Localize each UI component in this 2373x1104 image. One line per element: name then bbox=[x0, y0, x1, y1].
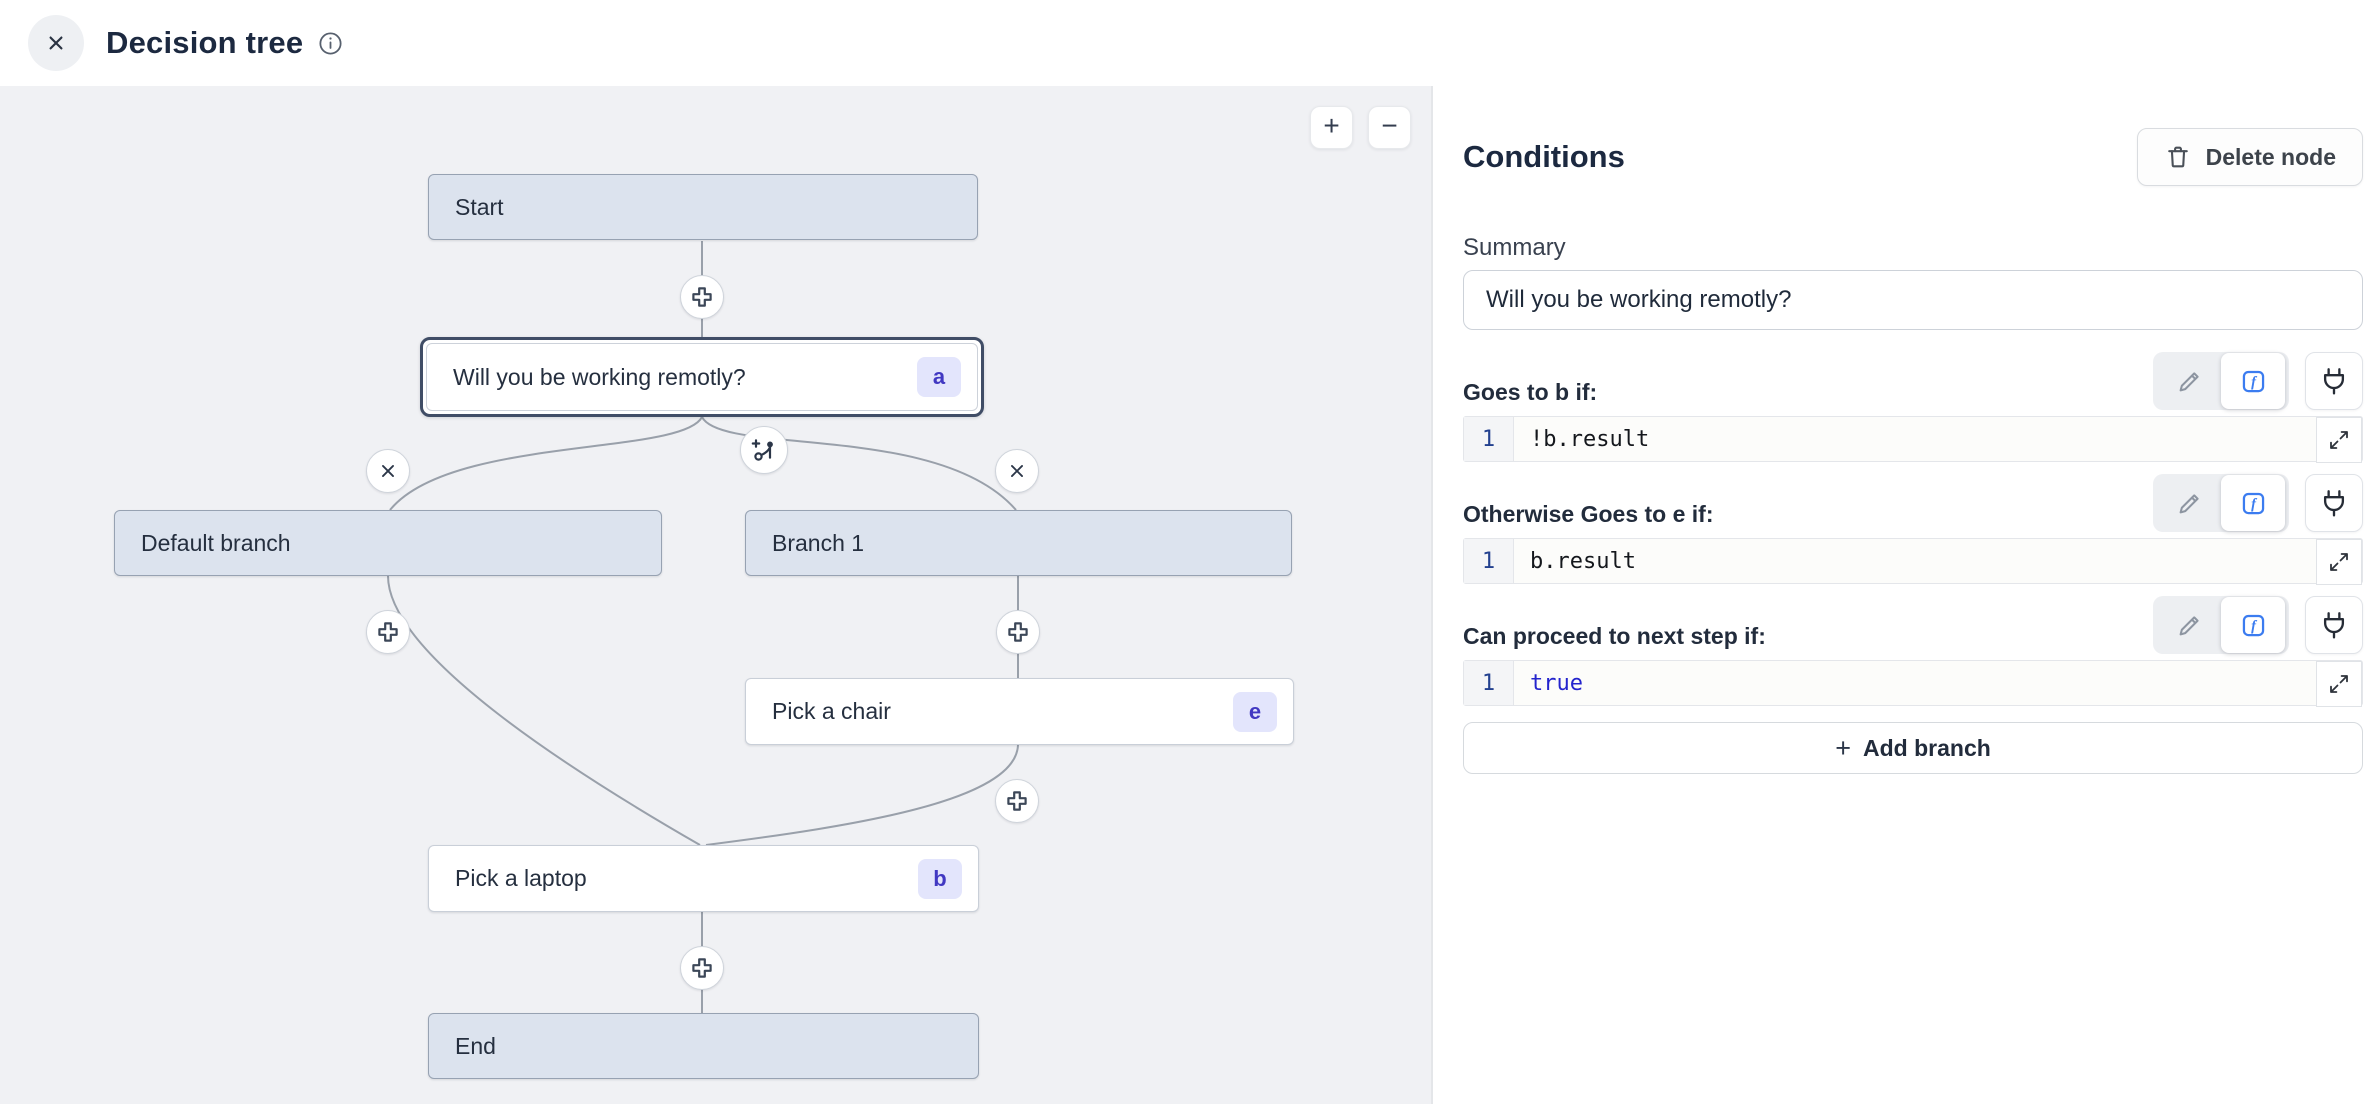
edit-mode-button[interactable] bbox=[2157, 478, 2221, 528]
panel-title: Conditions bbox=[1463, 139, 1625, 174]
line-number: 1 bbox=[1464, 661, 1514, 705]
editor-mode-toggle: f bbox=[2153, 596, 2289, 654]
zoom-out-button[interactable]: − bbox=[1368, 106, 1411, 149]
node-label: Pick a chair bbox=[772, 698, 891, 724]
add-branch-node-button[interactable] bbox=[740, 426, 788, 474]
x-icon bbox=[1006, 460, 1028, 482]
zoom-controls: + − bbox=[1310, 106, 1411, 149]
node-question-selected[interactable]: Will you be working remotly? a bbox=[420, 337, 984, 417]
node-badge: a bbox=[917, 357, 961, 397]
add-branch-button[interactable]: + Add branch bbox=[1463, 722, 2363, 774]
fx-icon: f bbox=[2240, 490, 2267, 517]
editor-mode-toggle: f bbox=[2153, 352, 2289, 410]
expand-editor-button[interactable] bbox=[2316, 417, 2362, 463]
plug-icon bbox=[2320, 489, 2348, 517]
fx-mode-button[interactable]: f bbox=[2221, 475, 2285, 531]
app-header: Decision tree bbox=[0, 0, 2373, 86]
delete-node-label: Delete node bbox=[2205, 143, 2336, 170]
plus-icon: + bbox=[1835, 732, 1851, 763]
code-value[interactable]: !b.result bbox=[1530, 426, 1650, 452]
add-branch-node-icon bbox=[751, 437, 777, 463]
x-icon bbox=[43, 30, 69, 56]
plus-connector-icon bbox=[377, 621, 399, 643]
pencil-icon bbox=[2176, 490, 2203, 517]
node-default-branch[interactable]: Default branch bbox=[114, 510, 662, 576]
page-title: Decision tree bbox=[106, 25, 304, 60]
x-icon bbox=[377, 460, 399, 482]
node-label: Will you be working remotly? bbox=[453, 363, 746, 390]
code-editor-can-proceed[interactable]: 1 true bbox=[1463, 660, 2363, 707]
pencil-icon bbox=[2176, 612, 2203, 639]
add-branch-label: Add branch bbox=[1863, 734, 1991, 761]
insert-step-button[interactable] bbox=[680, 275, 724, 319]
trash-icon bbox=[2164, 143, 2192, 171]
fx-mode-button[interactable]: f bbox=[2221, 353, 2285, 409]
decision-tree-canvas[interactable]: + − Start Will you be working remotly? a… bbox=[0, 86, 1433, 1104]
plus-connector-icon bbox=[1006, 790, 1028, 812]
remove-branch-right-button[interactable] bbox=[995, 449, 1039, 493]
insert-step-button[interactable] bbox=[366, 610, 410, 654]
edit-mode-button[interactable] bbox=[2157, 356, 2221, 406]
expand-editor-button[interactable] bbox=[2316, 661, 2362, 707]
insert-step-button[interactable] bbox=[996, 610, 1040, 654]
node-start[interactable]: Start bbox=[428, 174, 978, 240]
node-label: Pick a laptop bbox=[455, 865, 587, 891]
plug-icon bbox=[2320, 611, 2348, 639]
close-button[interactable] bbox=[28, 15, 84, 71]
node-label: Start bbox=[455, 193, 504, 220]
insert-step-button[interactable] bbox=[995, 779, 1039, 823]
insert-step-button[interactable] bbox=[680, 946, 724, 990]
plus-icon: + bbox=[1323, 110, 1340, 141]
node-badge: e bbox=[1233, 691, 1277, 732]
rule-label: Goes to b if: bbox=[1463, 379, 1598, 405]
connect-data-button[interactable] bbox=[2305, 596, 2363, 654]
plus-connector-icon bbox=[1007, 621, 1029, 643]
line-number: 1 bbox=[1464, 417, 1514, 461]
node-branch-1[interactable]: Branch 1 bbox=[745, 510, 1292, 576]
node-label: Branch 1 bbox=[772, 529, 865, 556]
fx-icon: f bbox=[2240, 612, 2267, 639]
rule-label: Can proceed to next step if: bbox=[1463, 623, 1766, 649]
code-editor-otherwise-goes-to-e[interactable]: 1 b.result bbox=[1463, 538, 2363, 585]
expand-icon bbox=[2327, 428, 2351, 452]
node-badge: b bbox=[918, 858, 962, 899]
conditions-panel: Conditions Delete node Summary Goes to b… bbox=[1433, 86, 2371, 1104]
delete-node-button[interactable]: Delete node bbox=[2136, 128, 2363, 186]
svg-text:f: f bbox=[2251, 618, 2258, 634]
connect-data-button[interactable] bbox=[2305, 474, 2363, 532]
code-editor-goes-to-b[interactable]: 1 !b.result bbox=[1463, 416, 2363, 463]
expand-editor-button[interactable] bbox=[2316, 539, 2362, 585]
info-icon[interactable] bbox=[317, 30, 344, 57]
zoom-in-button[interactable]: + bbox=[1310, 106, 1353, 149]
plus-connector-icon bbox=[691, 286, 713, 308]
line-number: 1 bbox=[1464, 539, 1514, 583]
plus-connector-icon bbox=[691, 957, 713, 979]
node-pick-a-chair[interactable]: Pick a chair e bbox=[745, 678, 1294, 745]
connect-data-button[interactable] bbox=[2305, 352, 2363, 410]
expand-icon bbox=[2327, 550, 2351, 574]
code-value[interactable]: true bbox=[1530, 670, 1583, 696]
svg-text:f: f bbox=[2251, 374, 2258, 390]
node-pick-a-laptop[interactable]: Pick a laptop b bbox=[428, 845, 979, 912]
svg-text:f: f bbox=[2251, 496, 2258, 512]
fx-mode-button[interactable]: f bbox=[2221, 597, 2285, 653]
expand-icon bbox=[2327, 672, 2351, 696]
rule-label: Otherwise Goes to e if: bbox=[1463, 501, 1714, 527]
summary-label: Summary bbox=[1463, 234, 1566, 261]
editor-mode-toggle: f bbox=[2153, 474, 2289, 532]
fx-icon: f bbox=[2240, 368, 2267, 395]
node-label: Default branch bbox=[141, 529, 291, 556]
pencil-icon bbox=[2176, 368, 2203, 395]
plug-icon bbox=[2320, 367, 2348, 395]
summary-input[interactable] bbox=[1463, 270, 2363, 330]
minus-icon: − bbox=[1381, 110, 1398, 141]
node-end[interactable]: End bbox=[428, 1013, 979, 1079]
edit-mode-button[interactable] bbox=[2157, 600, 2221, 650]
remove-branch-left-button[interactable] bbox=[366, 449, 410, 493]
node-label: End bbox=[455, 1032, 496, 1059]
code-value[interactable]: b.result bbox=[1530, 548, 1636, 574]
